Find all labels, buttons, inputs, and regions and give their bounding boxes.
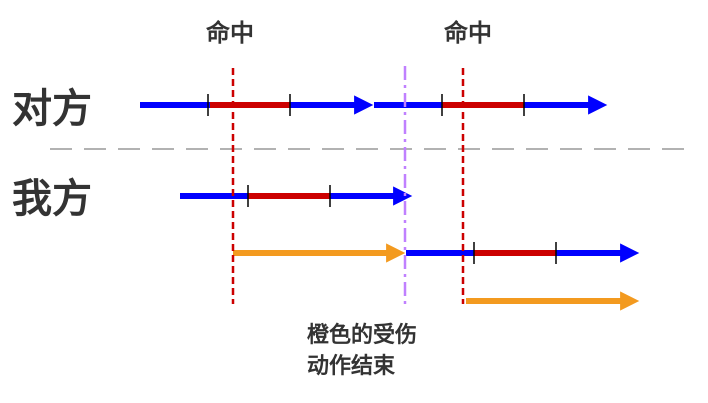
opponent-label: 对方 (12, 86, 92, 132)
hit-label-1: 命中 (206, 19, 254, 47)
note-line-2: 动作结束 (307, 353, 396, 379)
hit-label-2: 命中 (444, 19, 492, 47)
self-label: 我方 (12, 176, 92, 222)
note-line-1: 橙色的受伤 (307, 322, 417, 348)
